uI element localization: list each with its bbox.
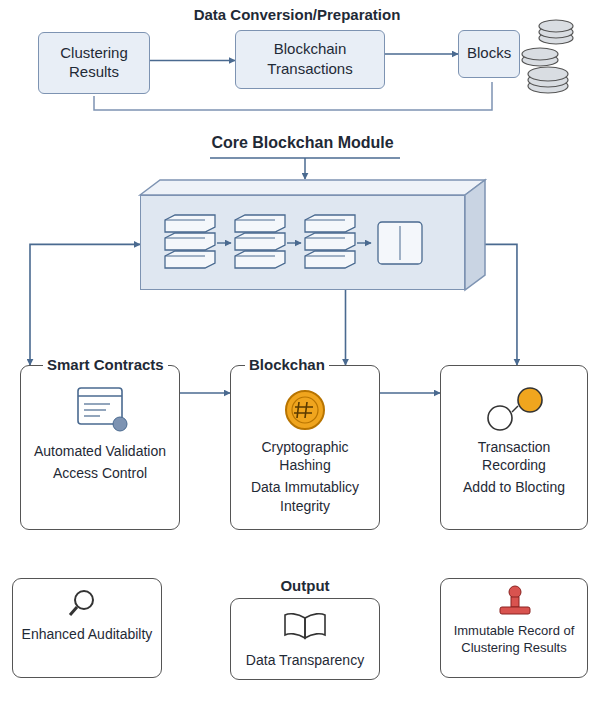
output-card: Enhanced Auditabilty — [12, 578, 162, 678]
block-layer — [305, 233, 355, 250]
chain-arrow — [287, 242, 301, 243]
block-edge — [165, 220, 205, 221]
node-heading: Blockchan — [245, 356, 329, 373]
flow-arrow — [385, 53, 458, 55]
block-edge — [235, 256, 275, 257]
node-text: Data Transparency — [239, 651, 371, 669]
block-layer — [165, 215, 215, 232]
node-text: Cryptographic Hashing — [239, 438, 371, 474]
block-chain-icon — [165, 215, 422, 268]
block-layer — [305, 251, 355, 268]
heading-arrow — [304, 158, 306, 179]
block-edge — [165, 238, 205, 239]
block-layer — [235, 251, 285, 268]
flow-arrow — [180, 392, 230, 394]
hash-coin — [286, 391, 324, 429]
contract-icon — [78, 388, 127, 431]
node-text: Transaction Recording — [449, 438, 579, 474]
block-edge — [165, 256, 205, 257]
transaction-coins — [488, 388, 542, 430]
node-text: Clustering Results — [47, 43, 141, 82]
process-box: Blockchain Transactions — [235, 30, 385, 89]
box-side-face — [465, 180, 485, 290]
blocks-box: Blocks — [458, 30, 520, 78]
book-icon — [285, 614, 325, 638]
block-layer — [165, 233, 215, 250]
node-text: Access Control — [29, 464, 171, 482]
chain-arrow — [357, 242, 371, 243]
block-layer — [235, 233, 285, 250]
block-layer — [165, 251, 215, 268]
block-edge — [235, 238, 275, 239]
coin-stack — [522, 20, 573, 93]
node-heading: Core Blockchan Module — [141, 134, 464, 152]
flow-arrow — [345, 290, 347, 365]
component-card: Transaction RecordingAddd to Blocting — [440, 365, 588, 530]
node-heading: Smart Contracts — [43, 356, 168, 373]
block-layer — [305, 215, 355, 232]
node-text: Addd to Blocting — [449, 478, 579, 496]
flow-arrow — [380, 392, 440, 394]
box-top-face — [140, 180, 485, 195]
block-edge — [235, 220, 275, 221]
block-edge — [305, 220, 345, 221]
magnifier-icon — [70, 591, 93, 615]
flow-arrow — [150, 60, 235, 62]
node-text: Blockchain Transactions — [244, 39, 376, 78]
block-edge — [305, 256, 345, 257]
block-layer — [235, 215, 285, 232]
output-card: OutputData Transparency — [230, 598, 380, 680]
flow-arrow — [30, 244, 140, 365]
node-text: Immutable Record of Clustering Results — [449, 623, 579, 657]
source-box: Clustering Results — [38, 32, 150, 94]
block-cube-split — [400, 226, 401, 260]
node-text: Data Immutablicy Integrity — [239, 478, 371, 514]
block-cube — [378, 222, 422, 264]
stamp-icon — [500, 586, 530, 614]
block-edge — [305, 238, 345, 239]
node-text: Enhanced Auditabilty — [21, 625, 153, 643]
node-heading: Output — [231, 577, 379, 594]
node-text: Automated Validation — [29, 442, 171, 460]
node-text: Blocks — [467, 43, 511, 63]
section-heading: Data Conversion/Preparation — [194, 6, 401, 23]
component-card: BlockchanCryptographic HashingData Immut… — [230, 365, 380, 530]
chain-arrow — [217, 242, 231, 243]
